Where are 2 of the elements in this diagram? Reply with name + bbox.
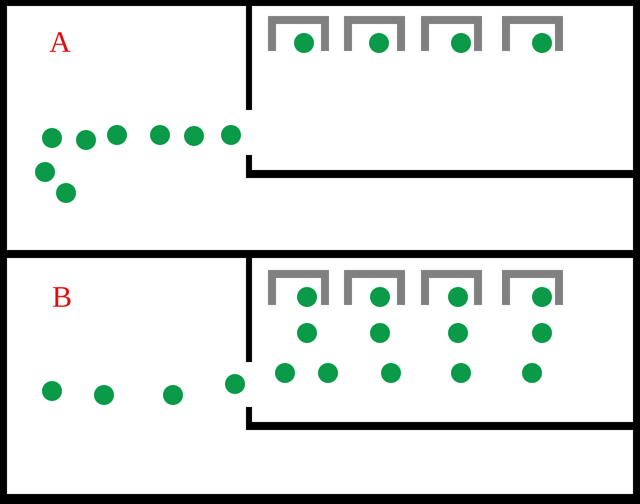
panel-label: A	[49, 32, 71, 52]
panel-label: B	[52, 287, 71, 307]
